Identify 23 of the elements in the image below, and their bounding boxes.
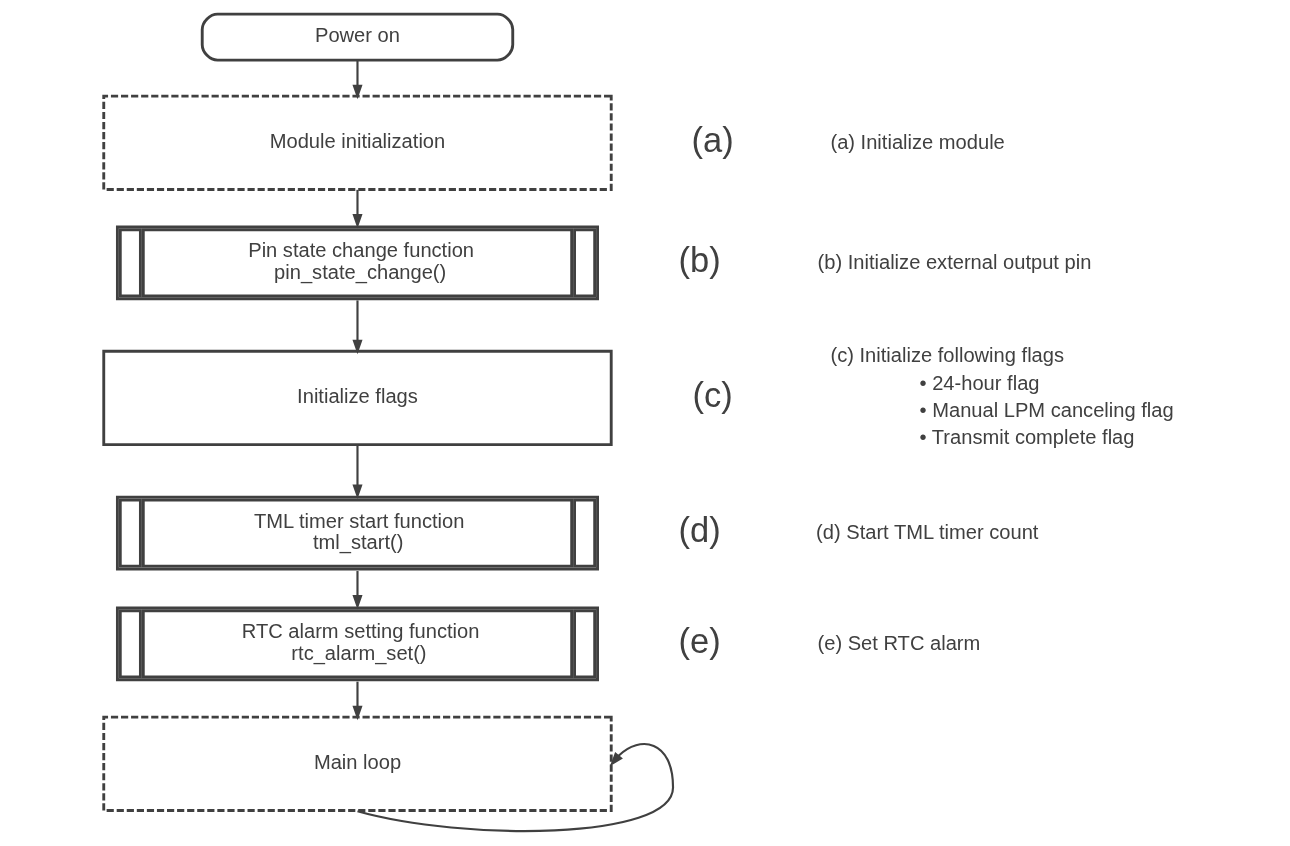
node-label: (e): [678, 621, 721, 660]
arrow: [352, 444, 363, 499]
node-box: Module initialization: [102, 94, 613, 191]
node-label: (b): [678, 240, 721, 279]
node-label: (d): [678, 511, 721, 549]
arrow: [352, 681, 363, 721]
node-label: (c): [692, 375, 733, 414]
arrow: [352, 300, 363, 355]
label: • Transmit complete flag: [919, 426, 1135, 449]
label: • 24-hour flag: [919, 371, 1040, 394]
arrow: [352, 571, 363, 610]
label: (e) Set RTC alarm: [817, 631, 981, 654]
node-box: Initialize flags: [102, 349, 613, 447]
arrow: [352, 189, 363, 229]
label: (c) Initialize following flags: [830, 344, 1065, 367]
arrow: [352, 60, 363, 100]
label: (d) Start TML timer count: [816, 521, 1039, 544]
label: • Manual LPM canceling flag: [919, 398, 1174, 421]
node-box: Main loop: [102, 715, 613, 812]
label: (a) Initialize module: [830, 130, 1005, 153]
label: (b) Initialize external output pin: [817, 250, 1092, 273]
node-box: Power on: [200, 12, 515, 62]
node-label: (a): [691, 120, 734, 159]
